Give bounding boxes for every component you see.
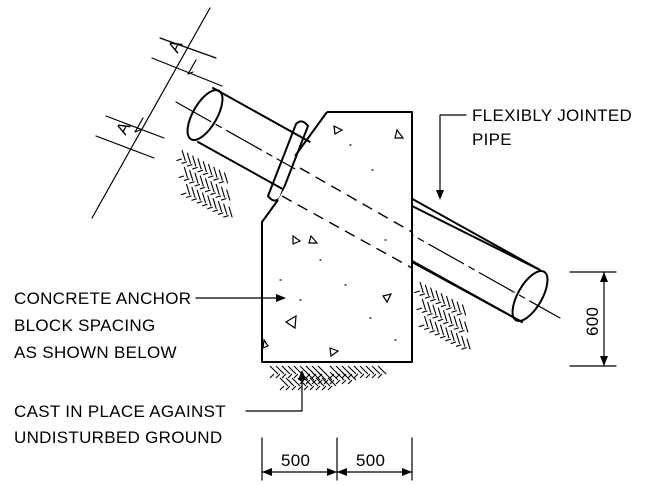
dim-a-top-label: A: [164, 36, 186, 56]
label-ground-line1: CAST IN PLACE AGAINST: [14, 402, 226, 421]
dimension-a: [91, 7, 223, 219]
label-anchor-line1: CONCRETE ANCHOR: [14, 289, 191, 308]
pipe-joint-collar: [267, 120, 309, 202]
dim-500-right-label: 500: [356, 451, 385, 470]
label-ground-line2: UNDISTURBED GROUND: [14, 428, 222, 447]
label-anchor-line3: AS SHOWN BELOW: [14, 343, 177, 362]
ground-hatch-bottom: [269, 365, 387, 391]
anchor-block: [261, 111, 541, 363]
label-anchor-line2: BLOCK SPACING: [14, 316, 156, 335]
dim-a-bottom-label: A: [112, 118, 134, 138]
ground-hatch-left: [175, 149, 237, 222]
leader-ground: [245, 371, 303, 412]
label-flex-pipe-line2: PIPE: [472, 130, 512, 149]
dimension-600: [569, 271, 617, 367]
ground-hatch-right: [413, 281, 475, 354]
dimension-500-500: [261, 437, 413, 481]
dim-500-left-label: 500: [281, 451, 310, 470]
label-flex-pipe-line1: FLEXIBLY JOINTED: [472, 106, 632, 125]
dim-600-label: 600: [583, 307, 602, 336]
leader-flex-pipe: [439, 114, 467, 199]
